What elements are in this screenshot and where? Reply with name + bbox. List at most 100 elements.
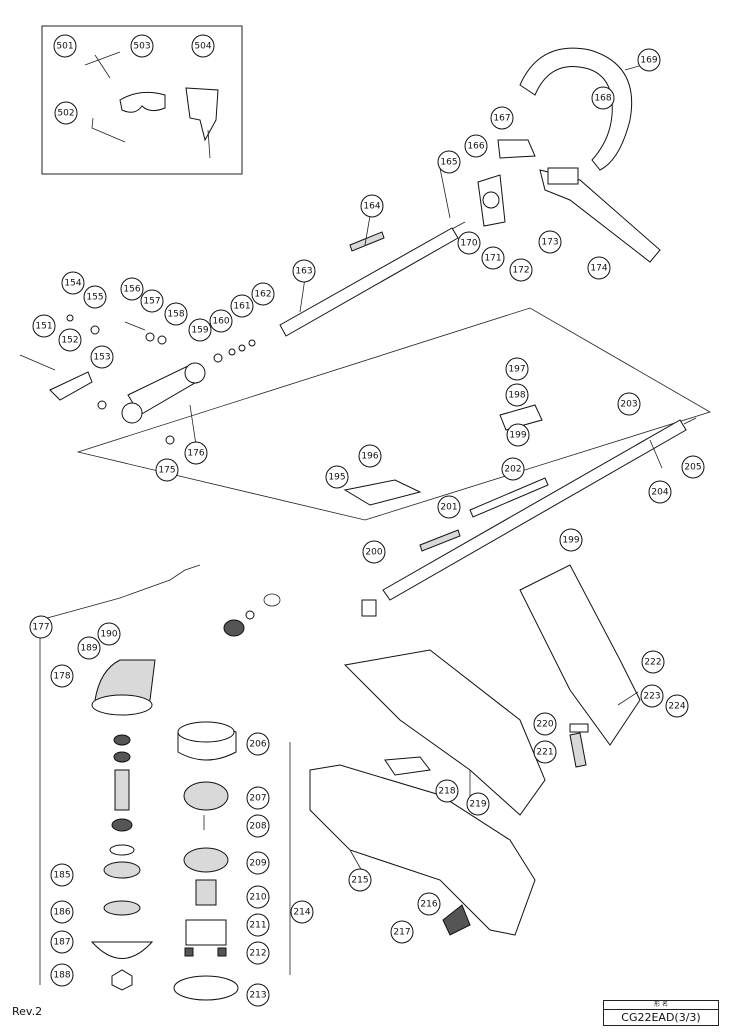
callout-label: 175 [158,466,175,476]
callout-circle [130,34,154,58]
callout-178: 178 [50,664,74,688]
callout-circle [97,622,121,646]
goggles-503 [119,91,166,113]
callout-label: 187 [53,938,70,948]
callout-label: 219 [469,800,486,810]
l-wrench-502 [91,117,126,143]
callout-188: 188 [50,963,74,987]
callout-label: 200 [365,548,382,558]
callout-label: 161 [233,302,250,312]
callout-label: 504 [194,42,211,52]
callout-label: 160 [212,317,229,327]
callout-165: 165 [437,150,461,174]
callout-circle [58,328,82,352]
callout-217: 217 [390,920,414,944]
callout-circle [230,294,254,318]
callout-circle [437,495,461,519]
callout-circle [90,345,114,369]
callout-label: 172 [512,266,529,276]
callout-circle [292,259,316,283]
callout-label: 155 [86,293,103,303]
callout-label: 202 [504,465,521,475]
callout-circle [533,712,557,736]
callout-label: 216 [420,900,437,910]
callout-label: 173 [541,238,558,248]
callout-164: 164 [360,194,384,218]
callout-circle [464,134,488,158]
callout-circle [246,983,270,1007]
clamp-218 [384,756,431,776]
callout-circle [50,900,74,924]
callout-circle [50,863,74,887]
callout-label: 159 [191,326,208,336]
callout-circle [617,392,641,416]
callout-circle [246,851,270,875]
callout-circle [246,941,270,965]
callout-label: 174 [590,264,607,274]
callout-172: 172 [509,258,533,282]
callout-circle [120,277,144,301]
callout-207: 207 [246,786,270,810]
callout-199a: 199 [506,423,530,447]
callout-label: 171 [484,254,501,264]
accessories-box [41,25,243,175]
callout-circle [246,814,270,838]
callout-circle [533,740,557,764]
callout-label: 165 [440,158,457,168]
callout-circle [209,309,233,333]
callout-209: 209 [246,851,270,875]
callout-circle [417,892,441,916]
callout-204: 204 [648,480,672,504]
callout-218: 218 [435,779,459,803]
callout-171: 171 [481,246,505,270]
callout-label: 222 [644,658,661,668]
callout-circle [587,256,611,280]
callout-label: 167 [493,114,510,124]
callout-label: 204 [651,488,668,498]
callout-circle [246,913,270,937]
bearings-column [90,734,154,991]
callout-label: 185 [53,871,70,881]
revision-label: Rev.2 [12,1005,43,1018]
model-header: 形 名 [604,1001,718,1010]
callout-circle [155,458,179,482]
callout-circle [140,289,164,313]
group-outline-lower-shaft [76,307,711,521]
callout-circle [188,318,212,342]
callout-177: 177 [29,615,53,639]
callout-circle [348,868,372,892]
callout-circle [637,48,661,72]
callout-circle [681,455,705,479]
callout-label: 178 [53,672,70,682]
callout-circle [509,258,533,282]
callout-label: 186 [53,908,70,918]
callout-166: 166 [464,134,488,158]
callout-label: 215 [351,876,368,886]
callout-label: 218 [438,787,455,797]
callout-circle [50,963,74,987]
callout-circle [246,732,270,756]
callout-190: 190 [97,622,121,646]
callout-504: 504 [191,34,215,58]
handle-cap-167 [497,139,536,159]
callout-label: 198 [508,391,525,401]
callout-circle [50,930,74,954]
callout-circle [54,101,78,125]
callout-label: 153 [93,353,110,363]
callout-163: 163 [292,259,316,283]
callout-154: 154 [61,271,85,295]
callout-223: 223 [640,684,664,708]
callout-circle [251,282,275,306]
callout-label: 213 [249,991,266,1001]
callout-211: 211 [246,913,270,937]
callout-203: 203 [617,392,641,416]
callout-label: 208 [249,822,266,832]
callout-216: 216 [417,892,441,916]
callout-label: 199 [509,431,526,441]
handle-holder-166 [477,174,506,227]
callout-circle [358,444,382,468]
callout-151: 151 [32,314,56,338]
callout-167: 167 [490,106,514,130]
callout-label: 154 [64,279,81,289]
callout-196: 196 [358,444,382,468]
